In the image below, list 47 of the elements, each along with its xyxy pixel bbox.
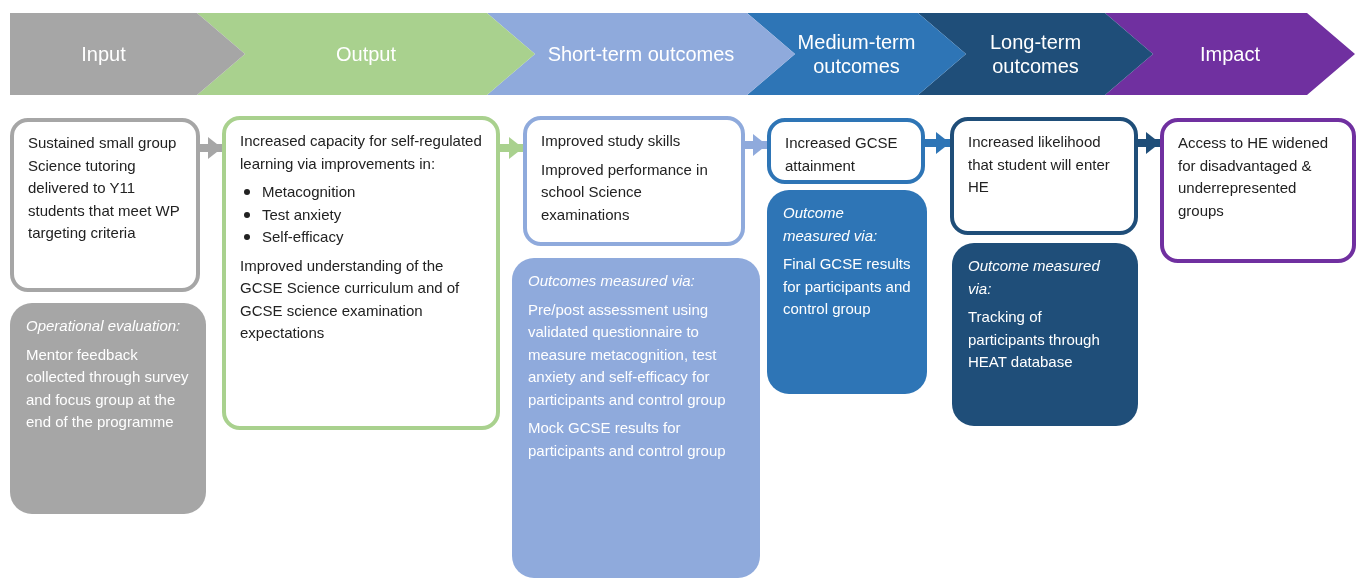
- box-text: Mentor feedback collected through survey and focus group at the end of the programme: [26, 344, 190, 432]
- arrow: [745, 134, 767, 156]
- chevron-stage: [1105, 13, 1355, 95]
- bullet-item: Self-efficacy: [262, 227, 344, 247]
- arrow: [1138, 132, 1160, 154]
- stage-label: Medium-term outcomes: [796, 30, 917, 78]
- arrow: [500, 137, 523, 159]
- chevron-stage: [487, 13, 795, 95]
- box-text: Mock GCSE results for participants and control group: [528, 418, 727, 461]
- stage-label: Short-term outcomes: [547, 42, 735, 66]
- chevron-stage: [197, 13, 535, 95]
- box-text: Tracking of participants through HEAT database: [968, 307, 1101, 372]
- outcome-box: [10, 118, 200, 292]
- box-text: Increased GCSE attainment: [785, 133, 899, 176]
- box-text: Increased likelihood that student will enter HE: [968, 132, 1111, 197]
- box-heading: Outcome measured via:: [968, 256, 1101, 299]
- box-heading: Outcomes measured via:: [528, 271, 696, 291]
- outcome-box: [767, 118, 925, 184]
- measurement-box: [10, 303, 206, 514]
- measurement-box: [952, 243, 1138, 426]
- chevron-stage: [747, 13, 966, 95]
- chevron-stage: [918, 13, 1153, 95]
- box-heading: Operational evaluation:: [26, 316, 182, 336]
- arrow: [925, 132, 950, 154]
- box-text: Final GCSE results for participants and control group: [783, 254, 911, 319]
- measurement-box: [512, 258, 760, 578]
- outcome-box: [523, 116, 745, 246]
- outcome-box: [950, 117, 1138, 235]
- outcome-box: [222, 116, 500, 430]
- bullet-item: Test anxiety: [262, 204, 342, 225]
- box-text: Improved performance in school Science examinations: [541, 159, 709, 225]
- stage-label: Input: [81, 42, 126, 66]
- box-heading: Outcome measured via:: [783, 203, 879, 246]
- box-text: Improved study skills: [541, 131, 682, 151]
- stage-label: Impact: [1200, 42, 1260, 66]
- stage-label: Long-term outcomes: [988, 30, 1083, 78]
- box-text: Access to HE widened for disadvantaged & underrepresented groups: [1178, 133, 1330, 221]
- box-text: Pre/post assessment using validated questionnaire to measure metacognition, test anxiety and self-efficacy for participants and control group: [528, 299, 727, 410]
- outcome-box: [1160, 118, 1356, 263]
- box-text: Improved understanding of the GCSE Science curriculum and of GCSE science examination expectations: [240, 255, 461, 343]
- box-text: Sustained small group Science tutoring delivered to Y11 students that meet WP targeting criteria: [28, 133, 181, 243]
- stage-label: Output: [335, 42, 396, 66]
- chevron-stage: [10, 13, 245, 95]
- box-text: Increased capacity for self-regulated learning via improvements in:: [240, 131, 482, 174]
- bullet-item: Metacognition: [262, 182, 356, 202]
- measurement-box: [767, 190, 927, 394]
- arrow: [200, 137, 222, 159]
